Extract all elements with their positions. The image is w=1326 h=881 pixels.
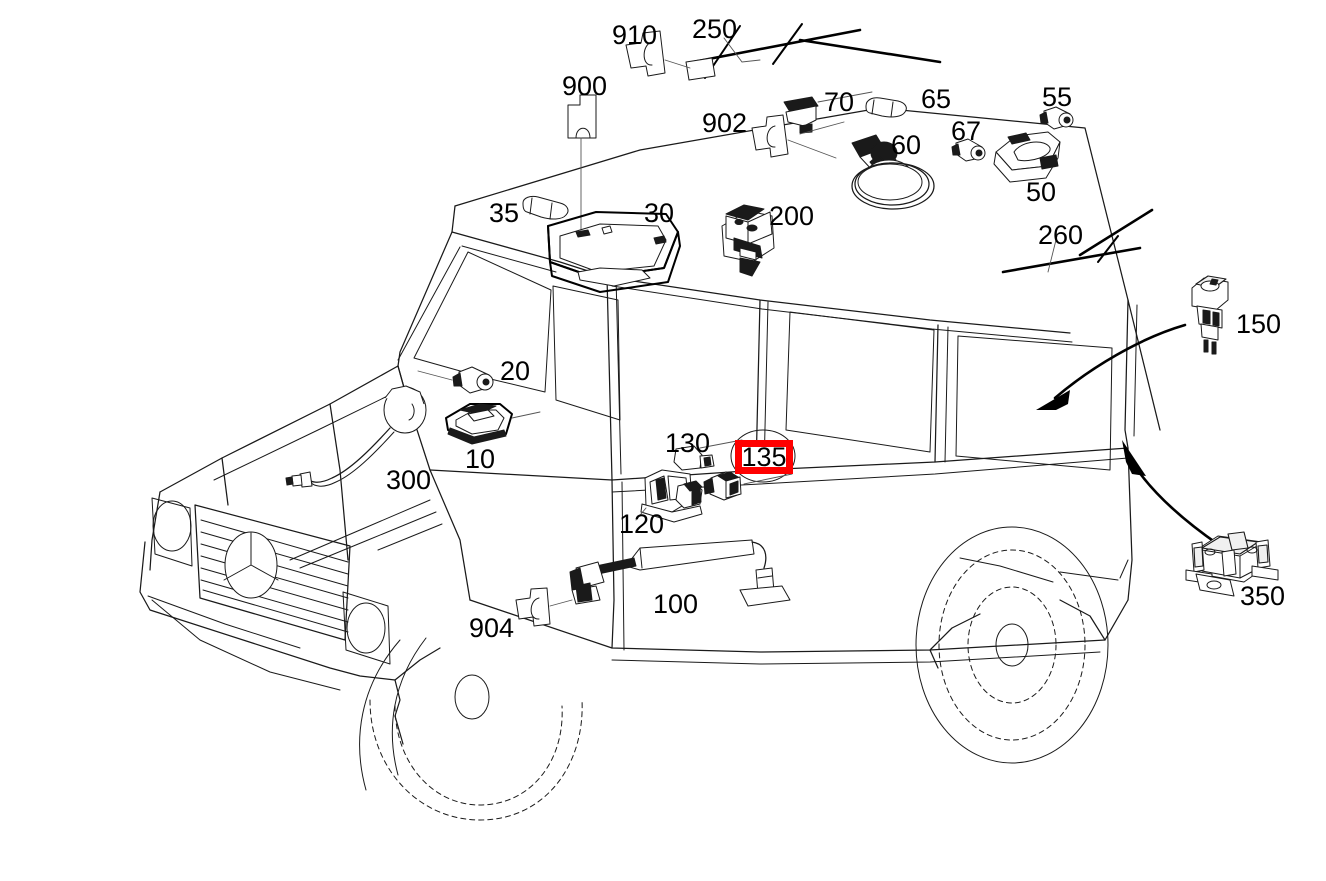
component-150-push-switch bbox=[1036, 275, 1229, 410]
callout-label-10: 10 bbox=[465, 444, 496, 474]
component-120-bracket bbox=[635, 469, 703, 523]
component-100-antenna-amplifier bbox=[569, 539, 791, 607]
callout-label-900: 900 bbox=[562, 71, 608, 101]
component-900-clip bbox=[567, 94, 597, 257]
component-10-interior-lamp bbox=[445, 403, 541, 445]
component-60-antenna-base bbox=[799, 121, 935, 210]
callout-label-150: 150 bbox=[1236, 309, 1282, 339]
component-65-bulb bbox=[865, 97, 907, 118]
component-67-bulb bbox=[951, 138, 986, 162]
callout-label-30: 30 bbox=[644, 198, 675, 228]
callout-label-70: 70 bbox=[824, 87, 855, 117]
callout-label-910: 910 bbox=[612, 20, 658, 50]
component-300-antenna-cable bbox=[285, 385, 427, 488]
component-70-antenna-cap bbox=[783, 91, 873, 134]
vehicle-body bbox=[139, 107, 1161, 821]
callout-label-65: 65 bbox=[921, 84, 952, 114]
callout-label-130: 130 bbox=[665, 428, 711, 458]
callout-label-120: 120 bbox=[619, 509, 665, 539]
component-55-bulb bbox=[1039, 106, 1074, 130]
callout-label-350: 350 bbox=[1240, 581, 1286, 611]
component-30-overhead-console bbox=[547, 211, 681, 293]
callout-label-20: 20 bbox=[500, 356, 531, 386]
callout-label-35: 35 bbox=[489, 198, 520, 228]
component-20-bulb bbox=[417, 366, 494, 394]
component-350-control-module bbox=[1122, 440, 1279, 597]
component-910-clip bbox=[625, 30, 691, 77]
callout-label-55: 55 bbox=[1042, 82, 1073, 112]
callout-label-260: 260 bbox=[1038, 220, 1084, 250]
component-135-connector bbox=[703, 429, 796, 501]
component-902-clip bbox=[751, 114, 837, 159]
callout-label-60: 60 bbox=[891, 130, 922, 160]
highlight-label-135: 135 bbox=[741, 441, 787, 472]
callout-label-250: 250 bbox=[692, 14, 738, 44]
component-50-dome-lamp bbox=[993, 131, 1061, 183]
component-200-switch-module bbox=[721, 204, 775, 277]
callout-label-902: 902 bbox=[702, 108, 748, 138]
callout-label-50: 50 bbox=[1026, 177, 1057, 207]
component-250-antenna-rod bbox=[685, 23, 942, 81]
highlight-box-135: 135 bbox=[735, 440, 793, 474]
callout-label-67: 67 bbox=[951, 116, 982, 146]
component-260-antenna-rod bbox=[1001, 208, 1154, 274]
callout-label-904: 904 bbox=[469, 613, 515, 643]
callout-label-200: 200 bbox=[769, 201, 815, 231]
callout-label-100: 100 bbox=[653, 589, 699, 619]
component-35-bulb bbox=[522, 195, 569, 220]
component-904-clip bbox=[515, 587, 573, 627]
callout-label-300: 300 bbox=[386, 465, 432, 495]
